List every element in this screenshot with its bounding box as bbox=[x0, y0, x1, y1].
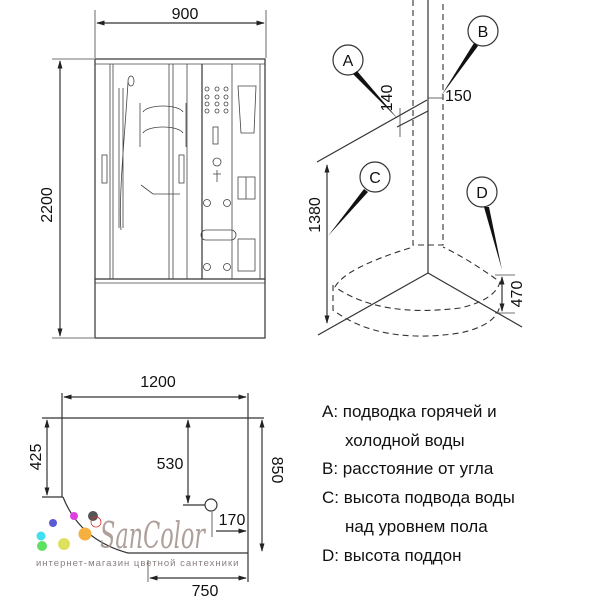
legend: A: подводка горячей и холодной воды B: р… bbox=[322, 398, 515, 570]
massage-jets bbox=[200, 85, 257, 272]
plan-425-label: 425 bbox=[28, 444, 45, 471]
legend-c-cont: над уровнем пола bbox=[345, 516, 488, 536]
width-label: 900 bbox=[172, 6, 199, 23]
marker-b: B bbox=[441, 15, 499, 96]
legend-b: B: расстояние от угла bbox=[322, 459, 494, 479]
dim-140: 140 bbox=[379, 85, 396, 112]
dim-1380: 1380 bbox=[307, 197, 324, 233]
dim-470: 470 bbox=[509, 281, 526, 308]
sancolor-logo: SanColor интернет-магазин цветной сантех… bbox=[36, 511, 239, 569]
legend-c: C: высота подвода воды bbox=[322, 488, 515, 508]
marker-a: A bbox=[332, 44, 398, 119]
iso-view: A B C D 140 150 1380 470 bbox=[307, 0, 526, 337]
front-view: 900 2200 bbox=[39, 6, 267, 339]
svg-text:C: C bbox=[369, 170, 381, 187]
plan-width-label: 1200 bbox=[140, 374, 176, 391]
svg-text:B: B bbox=[478, 24, 489, 41]
plan-850-label: 850 bbox=[268, 457, 285, 484]
shower-rail bbox=[118, 81, 129, 231]
svg-text:D: D bbox=[476, 185, 488, 202]
shower-cabin bbox=[94, 58, 266, 339]
marker-c: C bbox=[328, 161, 391, 236]
svg-text:A: A bbox=[343, 53, 354, 70]
plan-view: 1200 425 530 170 850 750 bbox=[28, 374, 285, 600]
drain bbox=[204, 498, 218, 512]
plan-750-label: 750 bbox=[192, 583, 219, 600]
legend-d: D: высота поддон bbox=[322, 545, 462, 565]
shelf bbox=[139, 103, 187, 147]
legend-a: A: подводка горячей и bbox=[322, 402, 497, 421]
plan-170-label: 170 bbox=[219, 512, 246, 529]
marker-d: D bbox=[466, 176, 502, 270]
height-label: 2200 bbox=[39, 187, 56, 223]
svg-text:SanColor: SanColor bbox=[100, 516, 206, 557]
legend-a-cont: холодной воды bbox=[345, 430, 465, 450]
plan-530-label: 530 bbox=[157, 456, 184, 473]
dim-150: 150 bbox=[445, 88, 472, 105]
svg-text:интернет-магазин цветной санте: интернет-магазин цветной сантехники bbox=[36, 558, 239, 569]
